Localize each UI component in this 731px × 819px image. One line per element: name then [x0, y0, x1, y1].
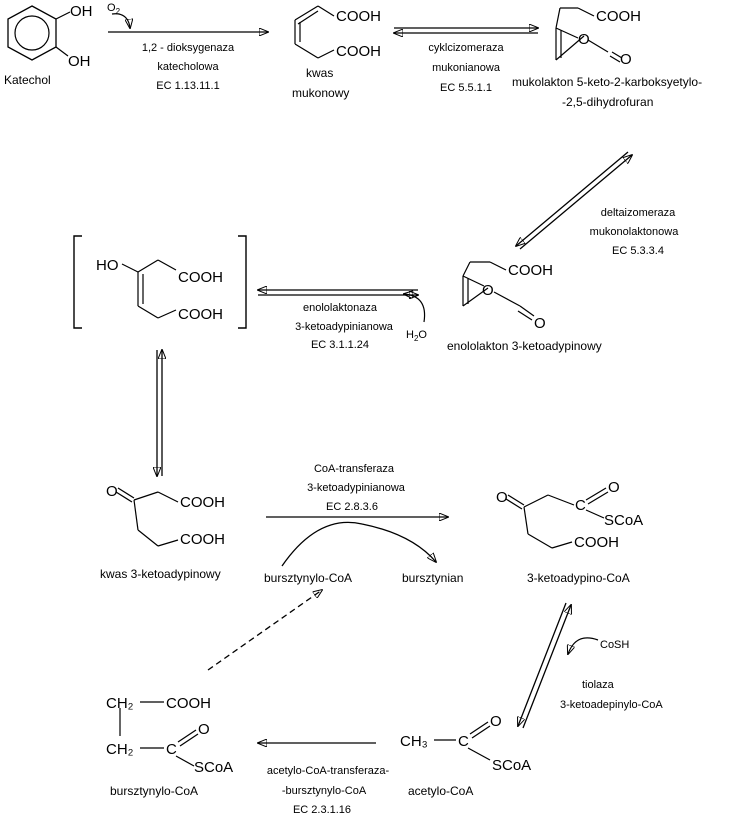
- enololaktonaza-name: enololaktonaza: [303, 302, 378, 314]
- mukonowy-cooh-1: COOH: [336, 8, 381, 25]
- bursztynylo-coa-c: C: [166, 741, 177, 758]
- acetylo-coa-c: C: [458, 733, 469, 750]
- enololakton-o-ring: O: [482, 282, 494, 299]
- enol-ho: HO: [96, 257, 119, 274]
- arrow-tiolaza-forward: [518, 602, 567, 726]
- bursztynylo-coa-cooh: COOH: [166, 695, 211, 712]
- kwas-mukonowy-structure: COOH COOH kwas mukonowy: [292, 5, 381, 100]
- bursztynylo-coa-structure: CH₂ COOH CH₂ C O SCoA bursztynylo-CoA: [106, 695, 233, 798]
- acetylo-transferaza-name: acetylo-CoA-transferaza-: [267, 765, 390, 777]
- ketoadypino-coa-label: 3-ketoadypino-CoA: [527, 571, 630, 585]
- tiolaza-cofactor: CoSH: [600, 639, 629, 651]
- dashed-recycle-arrow: [207, 590, 322, 671]
- arrow-bursztynylo-to-bursztynian: [281, 521, 436, 567]
- h2o-curved-arrow: [404, 294, 426, 323]
- ketoadypino-coa-cooh: COOH: [574, 534, 619, 551]
- kwas-mukonowy-label-2: mukonowy: [292, 86, 349, 100]
- enololakton-label: enololakton 3-ketoadypinowy: [447, 339, 602, 353]
- acetylo-coa-scoa: SCoA: [492, 757, 531, 774]
- acetylo-coa-o: O: [490, 713, 502, 730]
- ketoadypinowy-o: O: [106, 483, 118, 500]
- bursztynylo-coa-ch2-2: CH₂: [106, 741, 134, 758]
- deltaizomeraza-name-2: mukonolaktonowa: [590, 226, 680, 238]
- enol-cooh-1: COOH: [178, 269, 223, 286]
- ketoadypino-coa-o-keto: O: [496, 489, 508, 506]
- mukolakton-o-keto: O: [620, 51, 632, 68]
- katechol-structure: OH OH Katechol: [4, 3, 93, 87]
- bursztynylo-coa-label: bursztynylo-CoA: [110, 784, 198, 798]
- mukolakton-label-2: -2,5-dihydrofuran: [562, 95, 653, 109]
- tiolaza-name-2: 3-ketoadepinylo-CoA: [560, 699, 663, 711]
- enololakton-o-keto: O: [534, 315, 546, 332]
- acetylo-coa-label: acetylo-CoA: [408, 784, 473, 798]
- cykloizomeraza-name: cyklcizomeraza: [428, 42, 504, 54]
- acetylo-coa-ch3: CH₃: [400, 733, 428, 750]
- mukolakton-structure: COOH O O mukolakton 5-keto-2-karboksyety…: [512, 7, 702, 109]
- dioksygenaza-ec: EC 1.13.11.1: [156, 80, 219, 92]
- dioksygenaza-name: 1,2 - dioksygenaza: [142, 42, 235, 54]
- coa-transferaza-product: bursztynian: [402, 571, 463, 585]
- bursztynylo-coa-o: O: [198, 721, 210, 738]
- enololakton-structure: COOH O O enololakton 3-ketoadypinowy: [447, 261, 602, 353]
- cykloizomeraza-ec: EC 5.5.1.1: [440, 82, 492, 94]
- enol-intermediate-structure: HO COOH COOH: [73, 235, 247, 329]
- kwas-mukonowy-label-1: kwas: [306, 66, 333, 80]
- kwas-3-ketoadypinowy-label: kwas 3-ketoadypinowy: [100, 567, 221, 581]
- ketoadypino-coa-c: C: [575, 497, 586, 514]
- mukolakton-label-1: mukolakton 5-keto-2-karboksyetylo-: [512, 75, 702, 89]
- bracket-left: [73, 235, 82, 329]
- katechol-oh-1: OH: [70, 3, 93, 20]
- ketoadypino-coa-scoa: SCoA: [604, 512, 643, 529]
- kwas-3-ketoadypinowy-structure: O COOH COOH kwas 3-ketoadypinowy: [100, 483, 225, 581]
- cykloizomeraza-name-2: mukonianowa: [432, 62, 501, 74]
- enololaktonaza-ec: EC 3.1.1.24: [311, 339, 369, 351]
- arrow-delta-reverse: [519, 155, 632, 250]
- ketoadypinowy-cooh-1: COOH: [180, 494, 225, 511]
- o2-label: O2: [107, 2, 121, 16]
- enololakton-cooh: COOH: [508, 262, 553, 279]
- katechol-label: Katechol: [4, 73, 51, 87]
- ketoadypinowy-cooh-2: COOH: [180, 531, 225, 548]
- mukonowy-cooh-2: COOH: [336, 43, 381, 60]
- tiolaza-name: tiolaza: [582, 679, 615, 691]
- bursztynylo-coa-ch2-1: CH₂: [106, 695, 134, 712]
- mukolakton-o-ring: O: [578, 31, 590, 48]
- h2o-label: H2O: [406, 329, 427, 343]
- acetylo-transferaza-name-2: -bursztynylo-CoA: [282, 785, 367, 797]
- bursztynylo-coa-scoa: SCoA: [194, 759, 233, 776]
- ketoadypino-coa-structure: O C O SCoA COOH 3-ketoadypino-CoA: [496, 479, 643, 585]
- enol-cooh-2: COOH: [178, 306, 223, 323]
- arrow-tiolaza-reverse: [522, 605, 571, 729]
- o2-curved-arrow: [111, 13, 130, 28]
- coa-transferaza-name: CoA-transferaza: [314, 463, 395, 475]
- arrow-delta-forward: [516, 151, 629, 246]
- aromatic-circle: [14, 15, 50, 51]
- cosh-curved-arrow: [568, 637, 599, 654]
- dioksygenaza-name-2: katecholowa: [157, 61, 219, 73]
- katechol-oh-2: OH: [68, 53, 91, 70]
- coa-transferaza-name-2: 3-ketoadypinianowa: [307, 482, 406, 494]
- mukolakton-cooh: COOH: [596, 8, 641, 25]
- coa-transferaza-ec: EC 2.8.3.6: [326, 501, 378, 513]
- deltaizomeraza-name: deltaizomeraza: [601, 207, 676, 219]
- deltaizomeraza-ec: EC 5.3.3.4: [612, 245, 664, 257]
- bracket-right: [238, 235, 247, 329]
- acetylo-transferaza-ec: EC 2.3.1.16: [293, 804, 351, 816]
- enololaktonaza-name-2: 3-ketoadypinianowa: [295, 321, 394, 333]
- coa-transferaza-substrate: bursztynylo-CoA: [264, 571, 352, 585]
- ketoadypino-coa-o-thio: O: [608, 479, 620, 496]
- acetylo-coa-structure: CH₃ C O SCoA acetylo-CoA: [400, 713, 531, 798]
